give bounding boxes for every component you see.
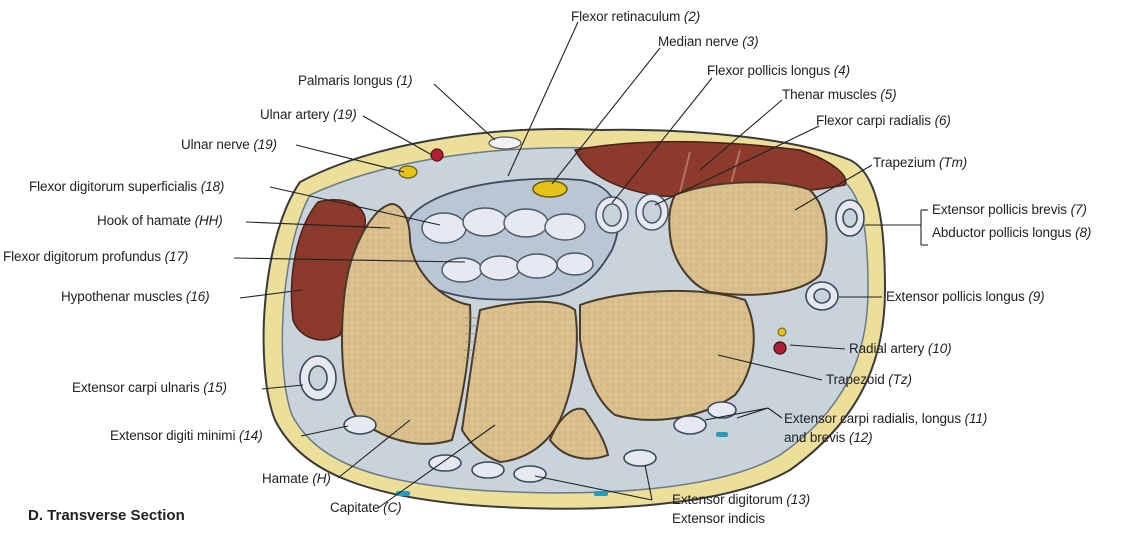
- label-flexor-digitorum-profundus: Flexor digitorum profundus (17): [3, 249, 188, 265]
- label-trapezium: Trapezium (Tm): [873, 155, 967, 171]
- label-flexor-pollicis-longus: Flexor pollicis longus (4): [707, 63, 850, 79]
- trapezoid-bone: [580, 291, 754, 420]
- label-extensor-pollicis-longus: Extensor pollicis longus (9): [886, 289, 1045, 305]
- trapezium-bone: [669, 182, 826, 295]
- ulnar-artery: [431, 149, 443, 161]
- label-thenar-muscles: Thenar muscles (5): [782, 87, 897, 103]
- label-extensor-pollicis-brevis: Extensor pollicis brevis (7): [932, 202, 1087, 218]
- label-extensor-indicis: Extensor indicis: [672, 511, 765, 527]
- label-palmaris-longus: Palmaris longus (1): [298, 73, 412, 89]
- label-flexor-digitorum-superficialis: Flexor digitorum superficialis (18): [29, 179, 224, 195]
- label-capitate: Capitate (C): [330, 500, 402, 516]
- label-median-nerve: Median nerve (3): [658, 34, 758, 50]
- label-radial-artery: Radial artery (10): [849, 341, 952, 357]
- label-ulnar-nerve: Ulnar nerve (19): [181, 137, 277, 153]
- label-ulnar-artery: Ulnar artery (19): [260, 107, 357, 123]
- radial-artery: [774, 342, 786, 354]
- figure-caption: D. Transverse Section: [28, 507, 185, 524]
- label-extensor-carpi-radialis-line2: and brevis (12): [784, 430, 873, 446]
- label-extensor-digitorum: Extensor digitorum (13): [672, 492, 810, 508]
- label-hypothenar-muscles: Hypothenar muscles (16): [61, 289, 210, 305]
- label-flexor-retinaculum: Flexor retinaculum (2): [571, 9, 700, 25]
- label-trapezoid: Trapezoid (Tz): [826, 372, 912, 388]
- ulnar-nerve: [399, 166, 417, 178]
- label-abductor-pollicis-longus: Abductor pollicis longus (8): [932, 225, 1091, 241]
- median-nerve: [533, 181, 567, 197]
- label-flexor-carpi-radialis: Flexor carpi radialis (6): [816, 113, 951, 129]
- label-extensor-digiti-minimi: Extensor digiti minimi (14): [110, 428, 263, 444]
- label-extensor-carpi-radialis-line1: Extensor carpi radialis, longus (11): [784, 411, 987, 427]
- label-extensor-carpi-ulnaris: Extensor carpi ulnaris (15): [72, 380, 227, 396]
- label-hamate: Hamate (H): [262, 471, 331, 487]
- label-hook-of-hamate: Hook of hamate (HH): [97, 213, 223, 229]
